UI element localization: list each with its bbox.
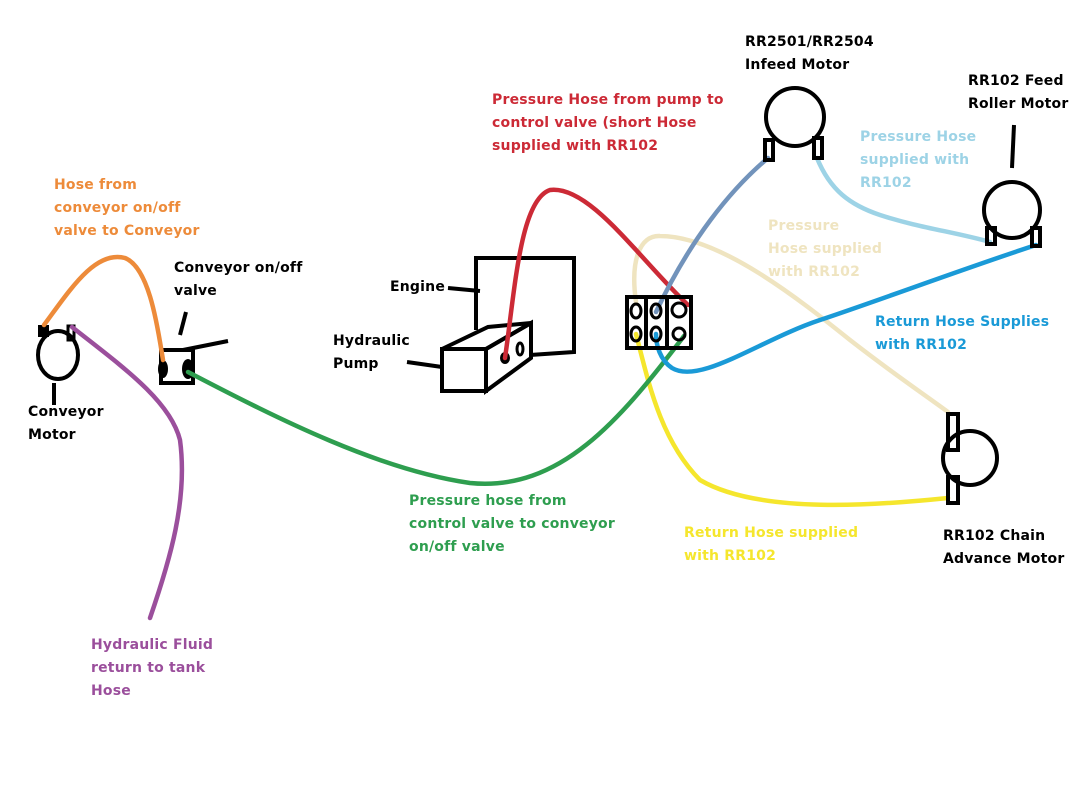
hoses <box>41 155 1039 621</box>
label-line: Pump <box>333 356 379 372</box>
tank-return-hose <box>69 324 185 621</box>
label-conveyor-valve: Conveyor on/off valve <box>174 257 303 303</box>
hydraulic-pump <box>406 319 533 395</box>
label-conveyor-hose: Hose from conveyor on/off valve to Conveyo… <box>54 174 200 243</box>
label-line: conveyor on/off <box>54 200 181 216</box>
label-feed-roller-pressure-hose: Pressure Hose supplied with RR102 <box>860 126 976 195</box>
label-line: RR2501/RR2504 <box>745 34 874 50</box>
label-line: Pressure Hose <box>860 129 977 145</box>
label-engine: Engine <box>390 276 445 299</box>
label-line: Pressure Hose from pump to <box>492 92 724 108</box>
label-line: Advance Motor <box>943 551 1065 567</box>
chain-pressure-hose <box>632 233 951 415</box>
infeed-return-hose <box>653 155 771 315</box>
label-line: Pressure <box>768 218 840 234</box>
valve-to-conveyor-hose <box>185 333 687 487</box>
label-line: Return Hose Supplies <box>875 314 1050 330</box>
label-line: valve to Conveyor <box>54 223 200 239</box>
label-line: Pressure hose from <box>409 493 567 509</box>
infeed-motor <box>763 86 826 162</box>
label-line: Roller Motor <box>968 96 1069 112</box>
label-line: Hose from <box>54 177 138 193</box>
label-feed-roller-return-hose: Return Hose Supplies with RR102 <box>875 311 1049 357</box>
label-line: Hydraulic Fluid <box>91 637 214 653</box>
chain-advance-motor <box>941 412 999 505</box>
label-line: valve <box>174 283 217 299</box>
label-line: Infeed Motor <box>745 57 850 73</box>
label-line: Conveyor on/off <box>174 260 303 276</box>
conveyor-motor <box>36 324 80 405</box>
label-line: supplied with <box>860 152 970 168</box>
feed-roller-motor <box>982 124 1042 248</box>
feed-roller-pressure-hose <box>814 155 993 245</box>
label-line: Motor <box>28 427 76 443</box>
pump-to-valve-hose <box>502 187 691 361</box>
label-line: Hose supplied <box>768 241 883 257</box>
label-line: Conveyor <box>28 404 104 420</box>
label-line: with RR102 <box>875 337 968 353</box>
conveyor-hose <box>41 254 166 363</box>
label-chain-return-hose: Return Hose supplied with RR102 <box>684 522 858 568</box>
label-line: Return Hose supplied <box>684 525 859 541</box>
label-line: Engine <box>390 279 446 295</box>
label-line: supplied with RR102 <box>492 138 659 154</box>
engine <box>447 256 576 357</box>
feed-roller-return-hose <box>653 242 1039 374</box>
label-line: control valve (short Hose <box>492 115 697 131</box>
chain-return-hose <box>633 331 951 508</box>
label-line: Hose <box>91 683 131 699</box>
label-line: control valve to conveyor <box>409 516 615 532</box>
label-pump-to-valve-hose: Pressure Hose from pump to control valve … <box>492 89 724 158</box>
label-line: with RR102 <box>684 548 777 564</box>
control-valve <box>625 295 693 350</box>
label-line: RR102 Chain <box>943 528 1046 544</box>
label-line: on/off valve <box>409 539 505 555</box>
label-line: return to tank <box>91 660 206 676</box>
label-line: with RR102 <box>768 264 861 280</box>
label-line: RR102 <box>860 175 912 191</box>
label-line: RR102 Feed <box>968 73 1064 89</box>
label-line: Hydraulic <box>333 333 410 349</box>
label-valve-to-conveyor-hose: Pressure hose from control valve to conve… <box>409 490 615 559</box>
